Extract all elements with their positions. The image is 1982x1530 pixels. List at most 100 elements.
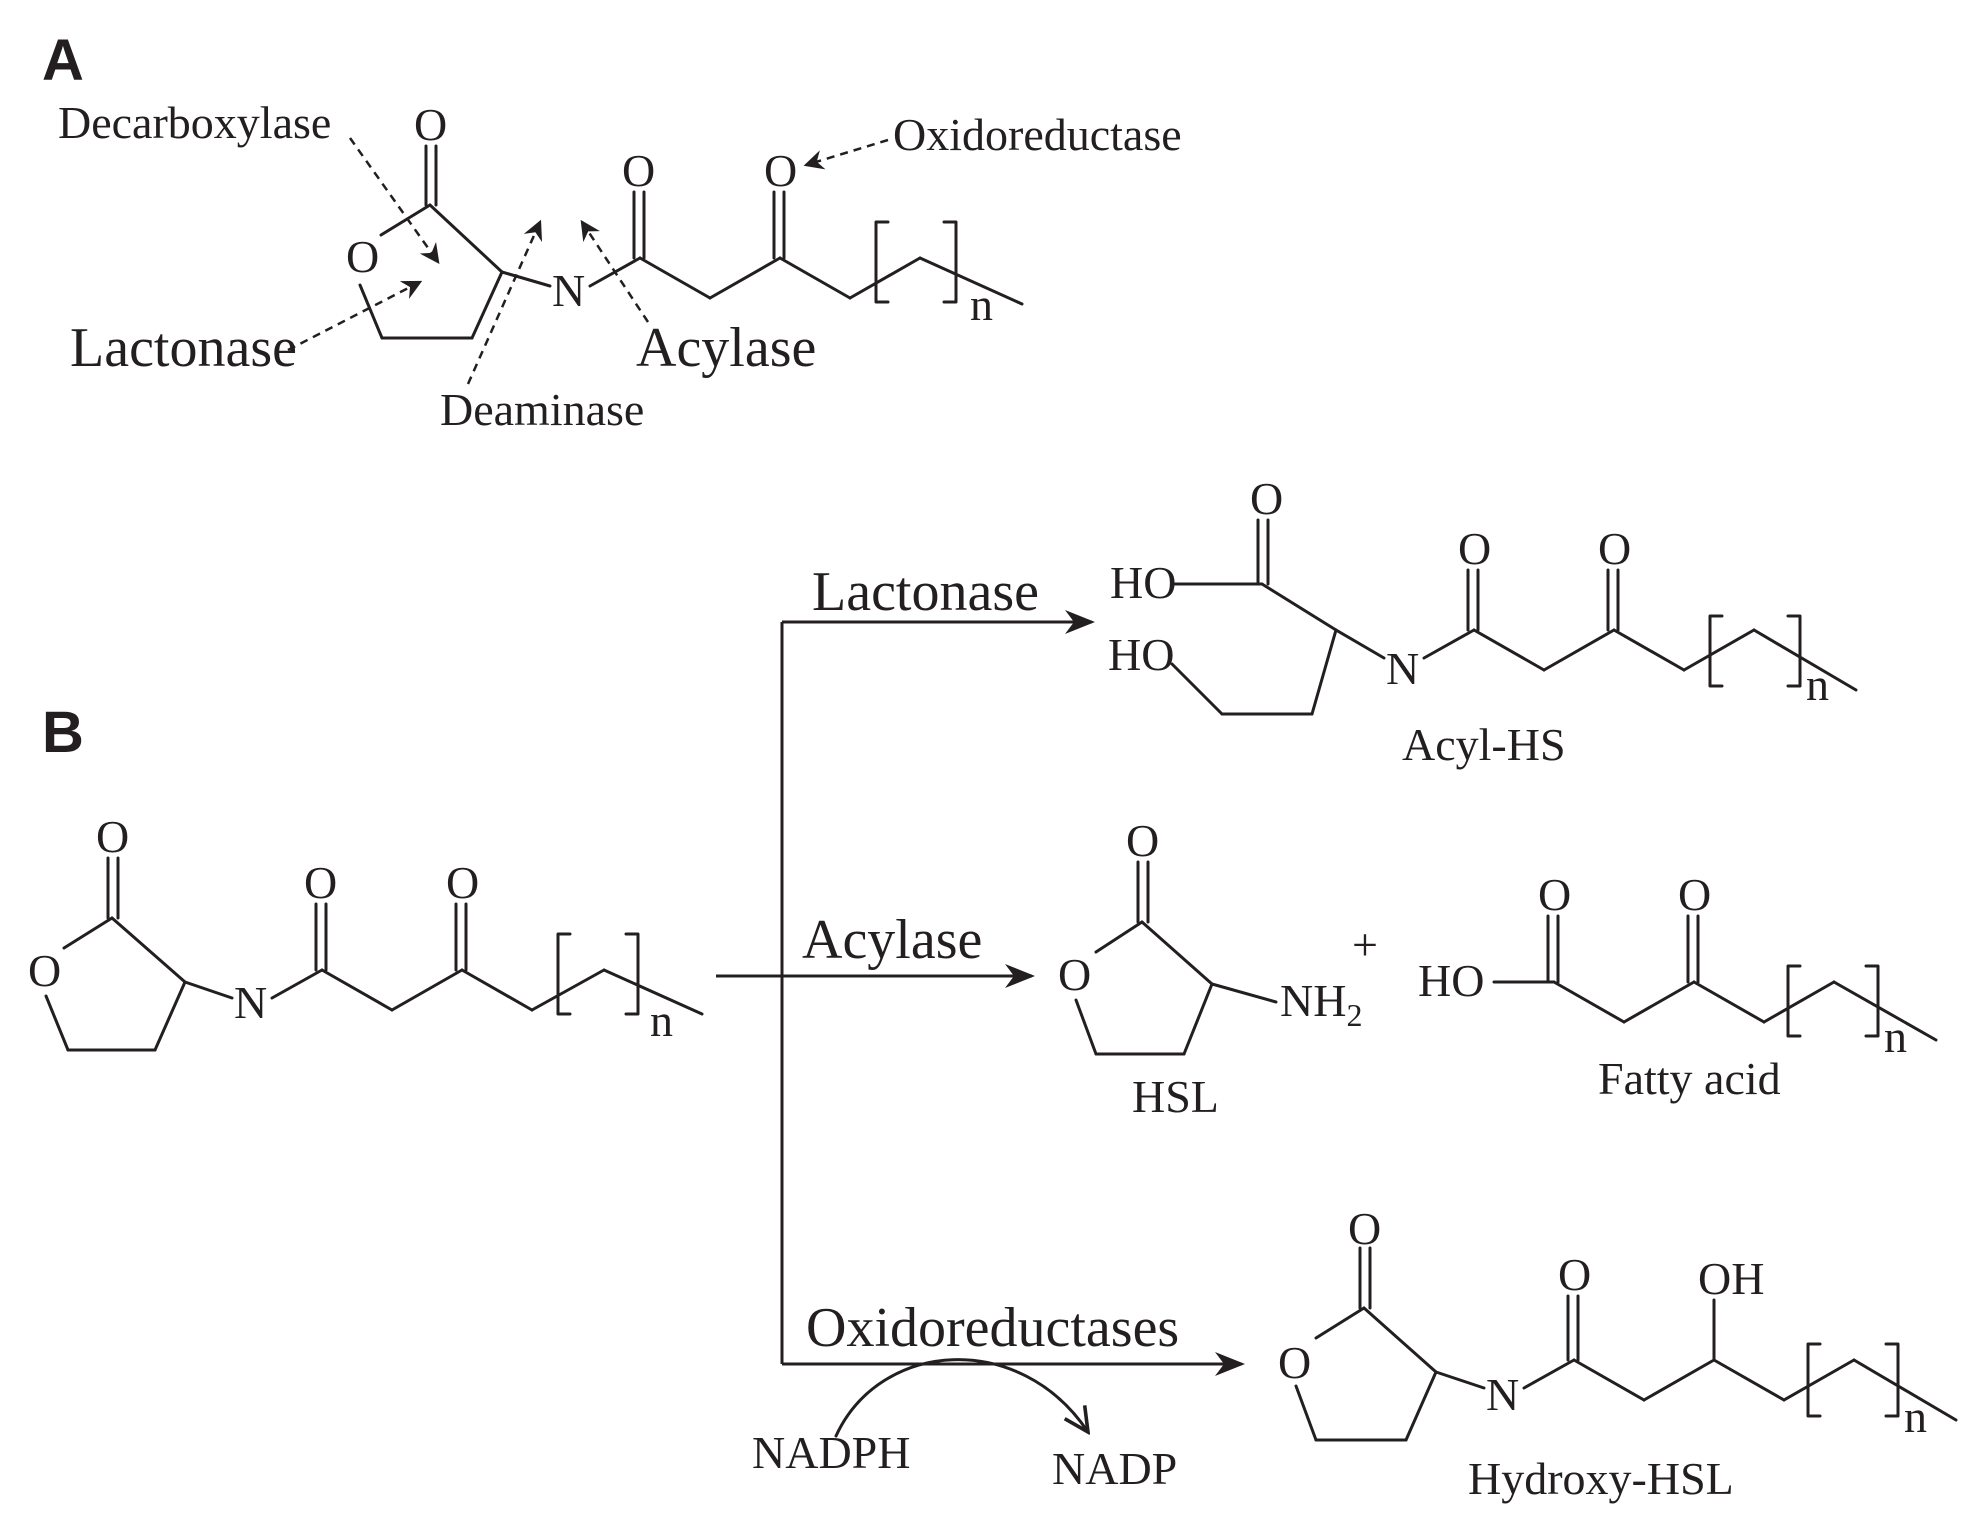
acyl-hs-acid-oxygen-label: O (1250, 473, 1283, 524)
bond (1762, 980, 1836, 1024)
hydroxy-hsl-name: Hydroxy-HSL (1468, 1453, 1734, 1504)
hsl-amine-label: NH2 (1280, 975, 1362, 1033)
acyl-hs-name: Acyl-HS (1402, 719, 1566, 770)
acylase-label: Acylase (636, 317, 816, 379)
repeat-bracket (1884, 1342, 1900, 1418)
repeat-bracket (1786, 964, 1802, 1038)
substrate-amide-oxygen-label: O (304, 857, 337, 908)
bond (530, 968, 606, 1012)
bond (1310, 628, 1338, 716)
nadp-label: NADP (1052, 1443, 1177, 1494)
repeat-bracket (1806, 1342, 1822, 1418)
hydroxy-hsl-amide-oxygen-label: O (1558, 1249, 1591, 1300)
substrate-keto-oxygen-label: O (446, 857, 479, 908)
bond (379, 203, 432, 237)
amide-nitrogen-label: N (552, 265, 585, 316)
substrate-nitrogen-label: N (234, 977, 267, 1028)
repeat-bracket (556, 932, 572, 1016)
acyl-hs-molecule (1170, 518, 1858, 716)
fatty-acid-acid-oxygen-label: O (1538, 869, 1571, 920)
oxidoreductase-label: Oxidoreductase (893, 109, 1182, 160)
bond (460, 968, 534, 1012)
bond (1472, 628, 1546, 672)
bond (1314, 1306, 1366, 1340)
bond (1140, 920, 1214, 986)
hsl-ring-oxygen-label: O (1058, 949, 1091, 1000)
substrate-ahl-molecule (44, 856, 704, 1052)
bond (44, 994, 70, 1052)
bond (1572, 1358, 1646, 1402)
fatty-acid-hydroxyl-label: HO (1418, 955, 1484, 1006)
nadph-label: NADPH (752, 1427, 910, 1478)
bond (320, 968, 394, 1012)
lactonase-arrow (287, 280, 423, 352)
bond (470, 270, 504, 340)
repeat-n-label: n (970, 279, 993, 330)
bond (1642, 1358, 1716, 1402)
nadph-to-nadp-arrow (834, 1358, 1088, 1438)
bond (110, 916, 187, 984)
bond (1334, 628, 1386, 660)
acylase-arrow (580, 219, 650, 323)
bond (153, 980, 187, 1052)
lactonase-label: Lactonase (70, 317, 297, 379)
reaction-arrows (716, 610, 1245, 1438)
bond (1552, 980, 1626, 1024)
deaminase-arrow (466, 219, 543, 385)
hydroxy-hsl-molecule (1294, 1246, 1958, 1442)
bond (1260, 582, 1338, 632)
bond (638, 256, 712, 300)
bond (602, 968, 704, 1016)
bond (1074, 998, 1098, 1056)
hydroxy-hsl-n-label: n (1904, 1391, 1927, 1442)
fatty-acid-molecule (1492, 914, 1938, 1042)
bond (1692, 980, 1766, 1024)
bond (1522, 1358, 1576, 1390)
repeat-bracket (1786, 614, 1802, 688)
acyl-hs-n-label: n (1806, 659, 1829, 710)
bond (1682, 628, 1756, 672)
bond (848, 256, 922, 300)
bond (1182, 982, 1214, 1056)
bond (1294, 1384, 1318, 1442)
bond (1612, 628, 1686, 672)
bond (1404, 1370, 1438, 1442)
hsl-name: HSL (1132, 1071, 1219, 1122)
bond (1542, 628, 1616, 672)
panel-b-label: B (42, 700, 84, 765)
acyl-hs-nitrogen-label: N (1386, 643, 1419, 694)
decarboxylase-label: Decarboxylase (58, 97, 331, 148)
panel-a-label: A (42, 28, 84, 93)
acyl-hs-keto-oxygen-label: O (1598, 523, 1631, 574)
bond (390, 968, 464, 1012)
decarboxylase-arrow (348, 137, 440, 265)
repeat-bracket (624, 932, 640, 1016)
bond (1170, 662, 1224, 716)
bond (918, 256, 1024, 306)
substrate-ring-oxygen-label: O (28, 945, 61, 996)
fatty-acid-name: Fatty acid (1598, 1053, 1781, 1104)
bond (1782, 1358, 1856, 1402)
bond (708, 256, 782, 300)
bond (1422, 628, 1476, 660)
bond (428, 203, 504, 274)
bond (183, 980, 234, 1000)
panel-a-ahl-molecule (358, 144, 1024, 340)
amide-oxygen-label: O (622, 145, 655, 196)
lactonase-arrow-label: Lactonase (812, 561, 1039, 623)
acylase-arrow-label: Acylase (802, 909, 982, 971)
bond (1210, 982, 1278, 1004)
bond (778, 256, 852, 300)
ring-oxygen-label: O (346, 231, 379, 282)
repeat-bracket (1708, 614, 1724, 688)
carbonyl-oxygen-label: O (414, 99, 447, 150)
fatty-acid-n-label: n (1884, 1011, 1907, 1062)
bond (1622, 980, 1696, 1024)
bond (358, 283, 384, 340)
keto-oxygen-label: O (764, 145, 797, 196)
acyl-hs-amide-oxygen-label: O (1458, 523, 1491, 574)
bond (1094, 920, 1144, 954)
hsl-carbonyl-oxygen-label: O (1126, 815, 1159, 866)
bond (1362, 1306, 1438, 1374)
hydroxy-hsl-carbonyl-oxygen-label: O (1348, 1203, 1381, 1254)
